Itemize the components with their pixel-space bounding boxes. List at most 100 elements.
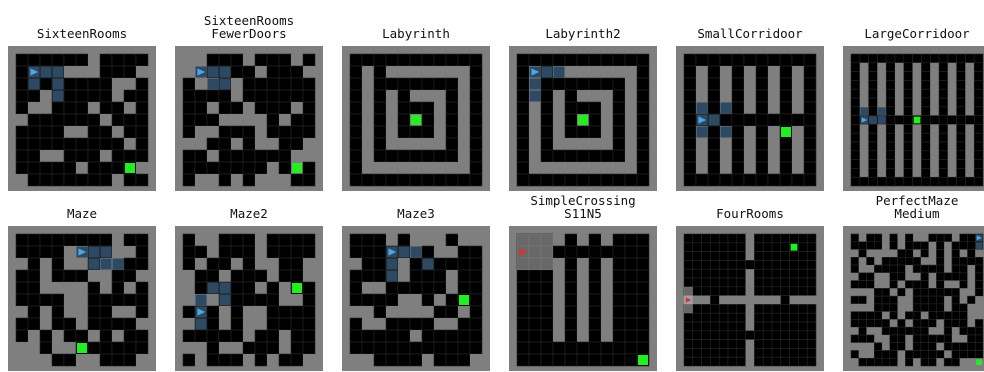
wall-cell [890, 250, 898, 258]
wall-cell [195, 126, 207, 138]
wall-cell [913, 98, 922, 107]
floor-cell [772, 348, 781, 357]
floor-cell [728, 287, 737, 296]
floor-cell [851, 296, 859, 304]
floor-cell [231, 162, 243, 174]
floor-cell [183, 330, 195, 342]
wall-cell [136, 66, 148, 78]
floor-cell [64, 354, 76, 366]
wall-cell [882, 335, 890, 343]
floor-cell [183, 150, 195, 162]
floor-cell [967, 343, 975, 351]
floor-cell [790, 304, 799, 313]
wall-cell [64, 258, 76, 270]
floor-cell [470, 126, 482, 138]
floor-cell [807, 252, 816, 261]
wall-cell [967, 312, 975, 320]
floor-cell [470, 282, 482, 294]
floor-cell [267, 54, 279, 66]
floor-cell [541, 330, 553, 342]
wall-cell [291, 102, 303, 114]
floor-cell [434, 174, 446, 186]
floor-cell [446, 150, 458, 162]
visited-cell [869, 116, 877, 124]
wall-cell [124, 138, 136, 150]
floor-cell [710, 340, 719, 349]
floor-cell [798, 252, 807, 261]
floor-cell [684, 331, 693, 340]
gridworld-svg [175, 226, 323, 371]
wall-cell [948, 80, 957, 89]
floor-cell [231, 282, 243, 294]
floor-cell [613, 318, 625, 330]
wall-cell [231, 78, 243, 90]
floor-cell [890, 296, 898, 304]
wall-cell [877, 98, 886, 107]
floor-cell [124, 174, 136, 186]
floor-cell [386, 294, 398, 306]
floor-cell [40, 114, 52, 126]
floor-cell [905, 242, 913, 250]
floor-cell [40, 78, 52, 90]
floor-cell [517, 294, 529, 306]
floor-cell [350, 234, 362, 246]
floor-cell [386, 174, 398, 186]
floor-cell [867, 319, 875, 327]
floor-cell [446, 78, 458, 90]
floor-cell [28, 162, 40, 174]
floor-cell [458, 54, 470, 66]
wall-cell [913, 273, 921, 281]
floor-cell [732, 114, 744, 126]
wall-cell [112, 78, 124, 90]
wall-cell [195, 138, 207, 150]
floor-cell [565, 318, 577, 330]
floor-cell [975, 281, 983, 289]
floor-cell [16, 90, 28, 102]
floor-cell [851, 89, 860, 98]
wall-cell [768, 102, 780, 114]
floor-cell [737, 357, 746, 366]
floor-cell [708, 126, 720, 138]
floor-cell [974, 160, 983, 169]
floor-cell [517, 138, 529, 150]
wall-cell [859, 265, 867, 273]
wall-cell [601, 270, 613, 282]
wall-cell [219, 318, 231, 330]
wall-cell [434, 102, 446, 114]
floor-cell [874, 350, 882, 358]
floor-cell [684, 260, 693, 269]
floor-cell [422, 246, 434, 258]
floor-cell [207, 270, 219, 282]
floor-cell [702, 260, 711, 269]
floor-cell [613, 54, 625, 66]
wall-cell [898, 242, 906, 250]
wall-cell [965, 107, 974, 116]
floor-cell [708, 150, 720, 162]
floor-cell [28, 150, 40, 162]
floor-cell [874, 288, 882, 296]
floor-cell [960, 343, 968, 351]
wall-cell [882, 234, 890, 242]
floor-cell [746, 260, 755, 269]
floor-cell [710, 234, 719, 243]
floor-cell [565, 90, 577, 102]
wall-cell [952, 335, 960, 343]
floor-cell [410, 78, 422, 90]
wall-cell [930, 124, 939, 133]
floor-cell [243, 66, 255, 78]
wall-cell [362, 354, 374, 366]
wall-cell [386, 114, 398, 126]
goal-square [292, 163, 302, 173]
wall-cell [458, 234, 470, 246]
floor-cell [960, 273, 968, 281]
wall-cell [874, 257, 882, 265]
wall-cell [195, 54, 207, 66]
floor-cell [267, 78, 279, 90]
floor-cell [434, 354, 446, 366]
floor-cell [974, 72, 983, 81]
wall-cell [967, 265, 975, 273]
floor-cell [350, 54, 362, 66]
floor-cell [255, 330, 267, 342]
floor-cell [890, 350, 898, 358]
floor-cell [921, 151, 930, 160]
